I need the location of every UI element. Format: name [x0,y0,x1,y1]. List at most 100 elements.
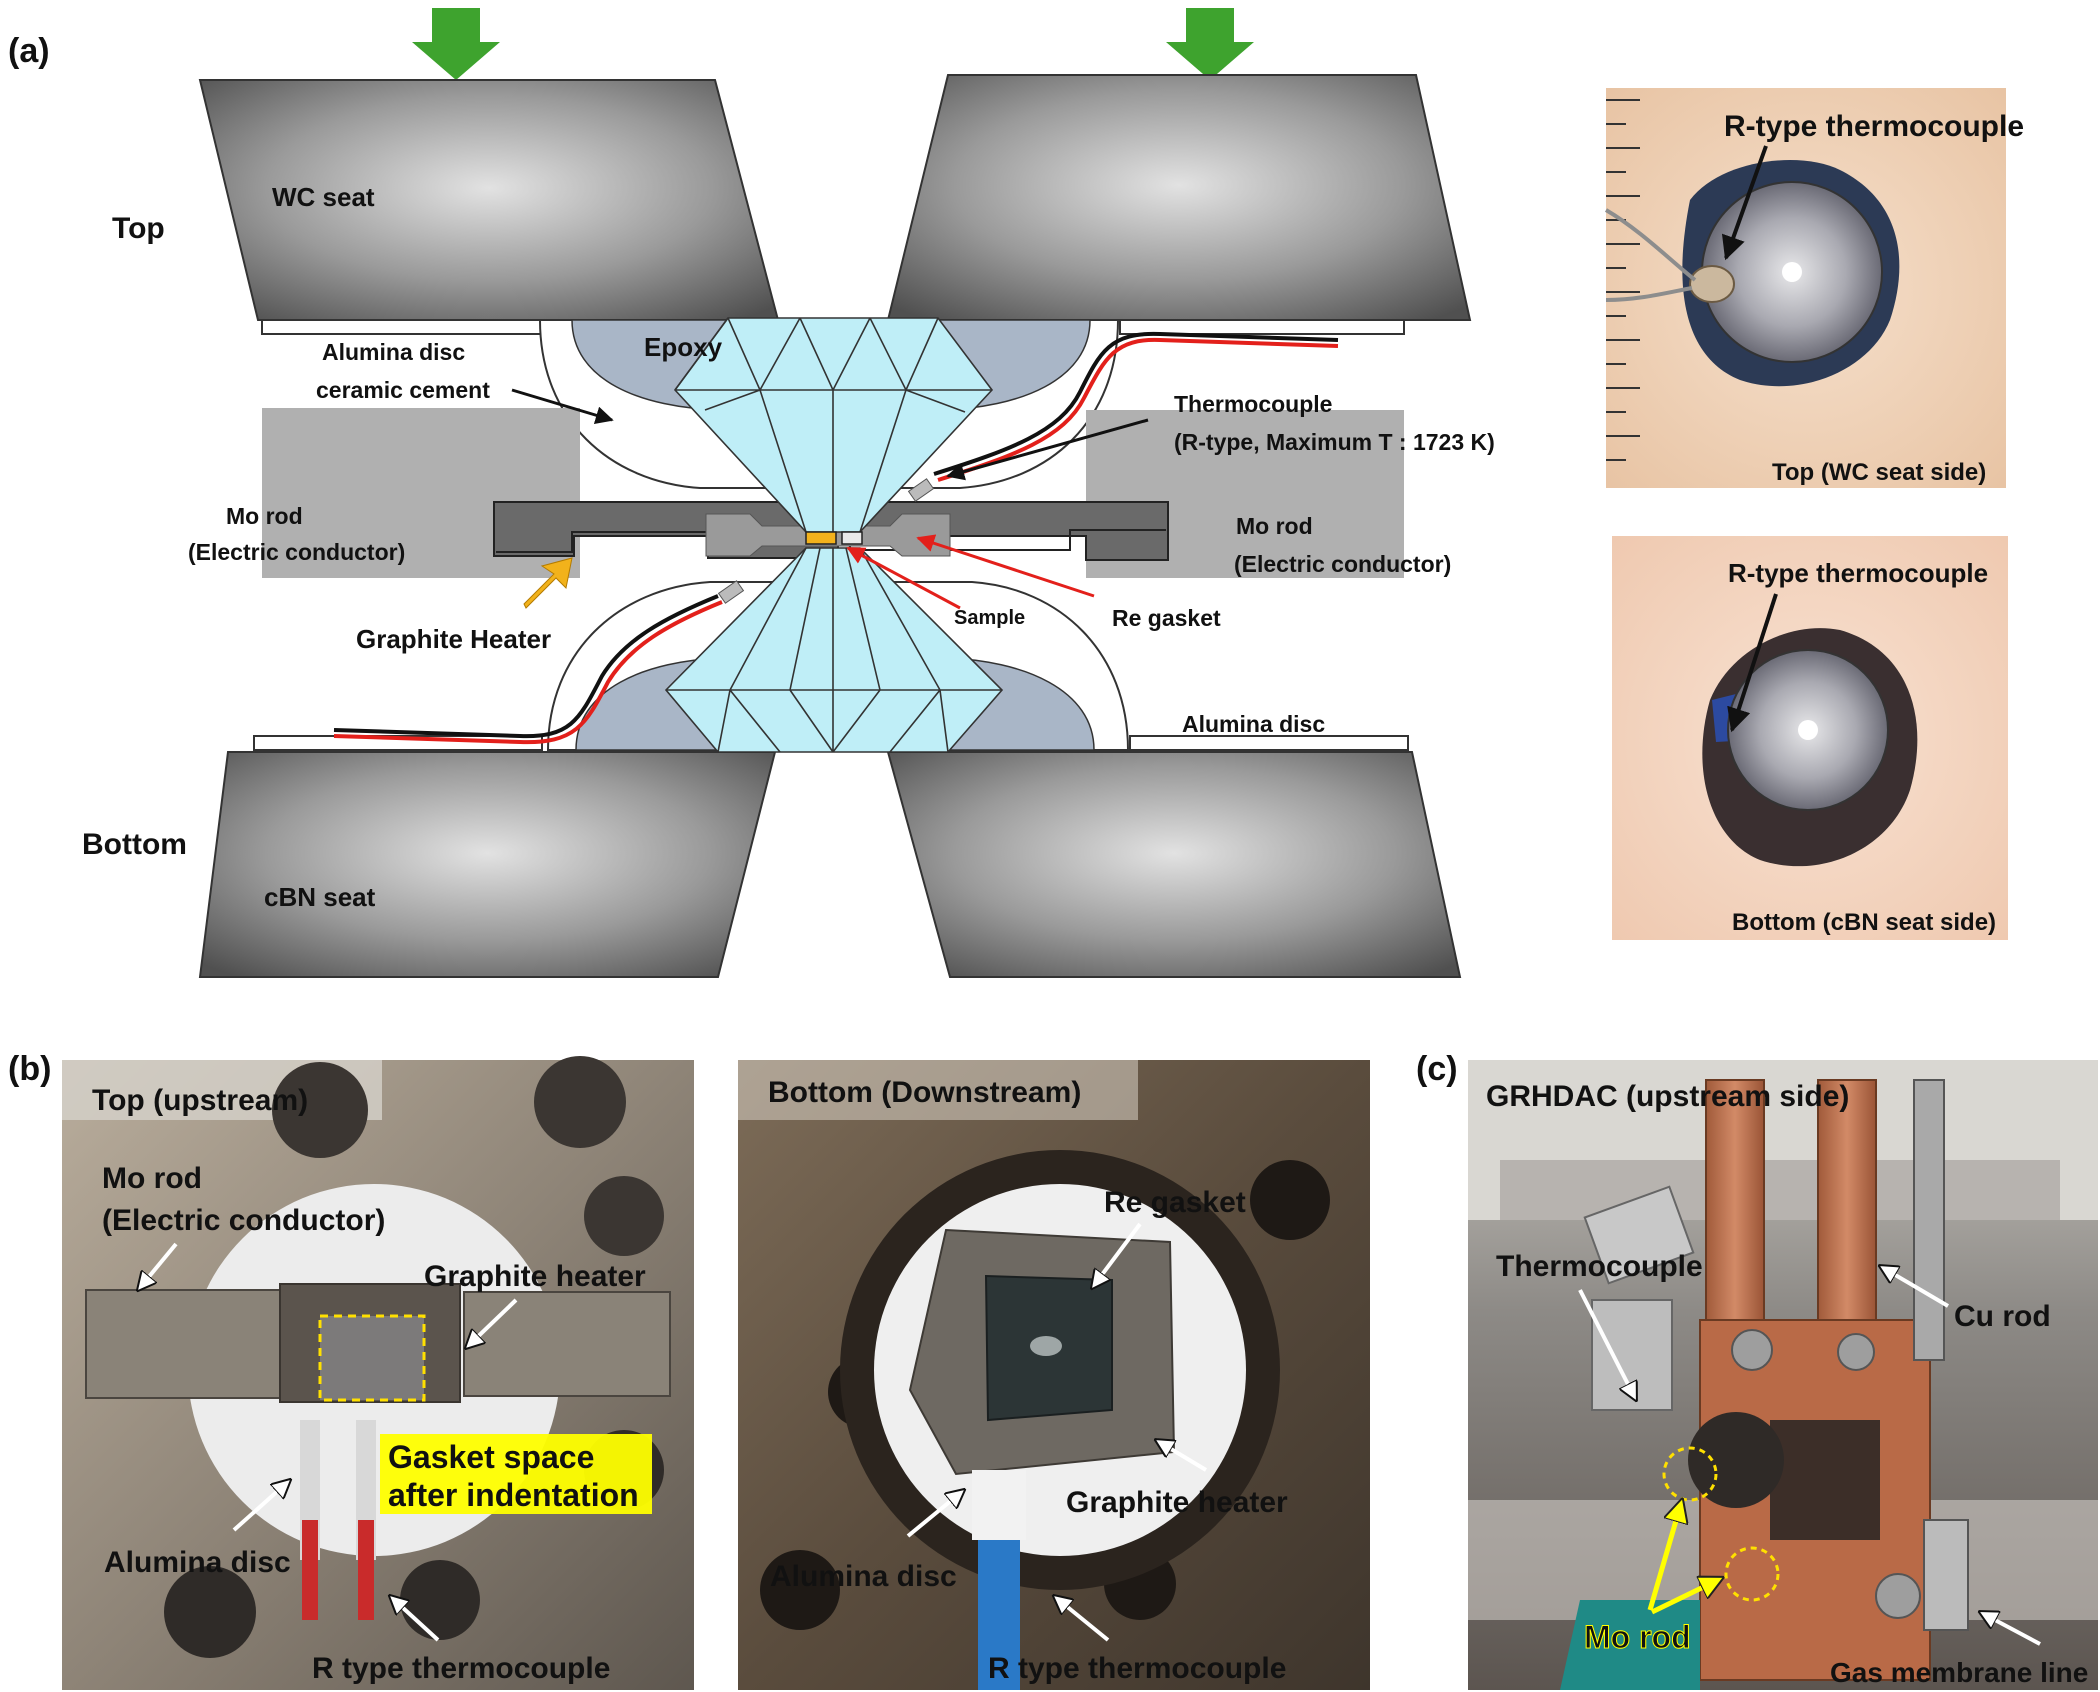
label-mo-rod-right: Mo rod [1236,513,1313,539]
arrow-photo-top [1721,145,1768,261]
culet-hole-top [1782,262,1802,282]
r-thermocouple-blue [978,1540,1020,1690]
thermocouple-bead-top [1689,265,1735,303]
photo-bottom-cbn-seat: R-type thermocouple Bottom (cBN seat sid… [1612,536,2008,940]
b-left-title: Top (upstream) [92,1084,308,1117]
panel-label-b: (b) [8,1050,51,1088]
mo-rod-circle-2 [1724,1546,1780,1602]
c-mo-rod: Mo rod [1584,1619,1691,1655]
arrow-thermocouple [946,418,1149,481]
arrow-c-gas [1980,1612,2041,1646]
label-alumina-disc-bottom: Alumina disc [1182,711,1325,737]
arrow-b-left-graphite [466,1298,518,1348]
arrow-b-right-rtype [1054,1596,1110,1642]
photo-bottom-caption: Bottom (cBN seat side) [1732,909,1996,936]
label-thermocouple: Thermocouple [1174,391,1332,417]
cbn-seat-right [886,751,1462,978]
b-right-graphite: Graphite heater [1066,1486,1288,1519]
arrow-c-thermocouple [1578,1289,1636,1400]
b-left-gasket-space-sub: after indentation [388,1477,639,1513]
b-right-rtype: R type thermocouple [988,1652,1286,1685]
thermocouple-wire-bottom-black [333,594,719,739]
mo-rod-photo-b1-left [85,1289,287,1399]
b-right-re-gasket: Re gasket [1104,1186,1246,1219]
label-mo-rod-right-sub: (Electric conductor) [1234,551,1451,577]
alumina-plate-top-left [261,319,545,335]
label-cbn-seat: cBN seat [264,882,376,912]
b-left-rtype: R type thermocouple [312,1652,610,1685]
b-left-mo-rod-sub: (Electric conductor) [102,1204,385,1237]
photo-bottom-label: R-type thermocouple [1728,558,1988,588]
mo-rod-photo-b1-right [463,1291,671,1397]
culet-hole-bottom [1798,720,1818,740]
r-thermocouple-wire-2 [358,1520,374,1620]
mo-rod-circle-1 [1662,1446,1718,1502]
photo-b-top-upstream: Top (upstream) Mo rod (Electric conducto… [62,1056,694,1690]
arrow-photo-bottom [1727,593,1778,733]
cbn-seat-left [198,751,777,978]
label-thermocouple-spec: (R-type, Maximum T : 1723 K) [1174,429,1495,455]
label-re-gasket: Re gasket [1112,605,1221,631]
thermocouple-wire-top-black [933,331,1339,476]
gasket-space-highlight [380,1434,652,1514]
alumina-plate-top-right [1119,319,1405,335]
sample-white [841,531,863,545]
label-bottom: Bottom [82,828,187,861]
arrow-b-right-alumina [906,1490,964,1538]
diamond-top [673,317,994,533]
arrow-b-left-mo-rod [138,1242,178,1290]
b-left-graphite: Graphite heater [424,1260,646,1293]
arrow-c-cu-rod [1880,1266,1950,1308]
thermocouple-wire-top-red [937,337,1339,482]
wc-seat-right [886,74,1472,321]
alumina-tab-b2 [972,1470,1026,1540]
arrow-b-right-graphite [1156,1440,1208,1472]
b-left-alumina: Alumina disc [104,1546,291,1579]
arrow-ceramic-cement [511,388,614,424]
b-left-mo-rod: Mo rod [102,1162,202,1195]
label-epoxy: Epoxy [644,332,723,362]
label-mo-rod-left: Mo rod [226,503,303,529]
photo-top-label: R-type thermocouple [1724,110,2024,143]
alumina-plate-bottom-right [1129,735,1409,751]
thermocouple-tip-top [907,478,935,502]
thermocouple-wires-photo [1604,208,1697,302]
label-graphite-heater: Graphite Heater [356,624,551,654]
b-right-title: Bottom (Downstream) [768,1076,1081,1109]
arrow-b-left-alumina [232,1480,290,1532]
arrow-sample [846,546,961,610]
c-title: GRHDAC (upstream side) [1486,1080,1849,1113]
label-sample: Sample [954,607,1025,629]
label-alumina-disc-top: Alumina disc [322,339,465,365]
green-force-arrow-right [1166,8,1254,80]
sample-gold [805,531,837,545]
gas-line-fitting [1913,1079,1945,1361]
panel-label-c: (c) [1416,1050,1458,1088]
label-wc-seat: WC seat [272,182,375,212]
label-top: Top [112,212,165,245]
diamond-bottom [664,547,1004,753]
c-thermocouple: Thermocouple [1496,1250,1703,1283]
gasket-space-box [318,1314,426,1402]
label-mo-rod-left-sub: (Electric conductor) [188,539,405,565]
c-cu-rod: Cu rod [1954,1300,2051,1333]
arrow-b-left-rtype [390,1596,440,1642]
panel-label-a: (a) [8,32,50,70]
green-force-arrow-left [412,8,500,80]
photo-top-wc-seat: R-type thermocouple Top (WC seat side) [1604,88,2024,488]
arrow-graphite-heater-orange [523,557,573,609]
ruler-ticks [1606,99,1640,461]
label-ceramic-cement: ceramic cement [316,377,490,403]
thermocouple-wire-bottom-red [333,600,723,745]
b-right-alumina: Alumina disc [770,1560,957,1593]
arrow-c-mo-rod-1 [1647,1500,1682,1611]
b-left-gasket-space: Gasket space [388,1439,594,1475]
arrow-c-mo-rod-2 [1650,1578,1722,1615]
arrow-b-right-re-gasket [1092,1222,1142,1288]
photo-top-caption: Top (WC seat side) [1772,459,1986,486]
photo-c-grhdac: GRHDAC (upstream side) Thermocouple Cu r… [1468,1060,2098,1690]
c-gas-line: Gas membrane line [1830,1657,2088,1688]
r-thermocouple-wire-1 [302,1520,318,1620]
thermocouple-tip-bottom [717,580,745,604]
